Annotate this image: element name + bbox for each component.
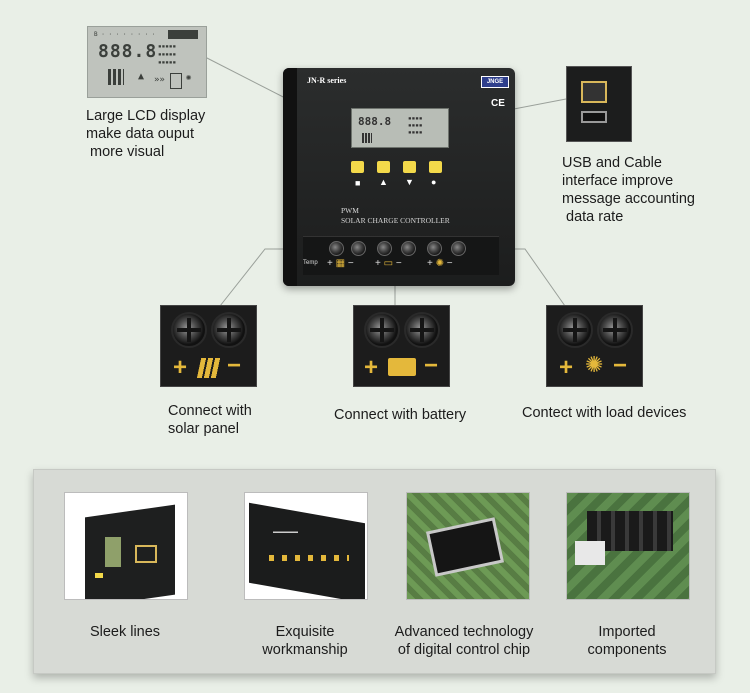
sleek-lines-caption: Sleek lines [50, 623, 200, 641]
lcd-caption-line-1: Large LCD display [86, 108, 206, 124]
up-arrow-icon: ▲ [379, 177, 388, 187]
solar-caption-line-2: solar panel [168, 421, 239, 437]
lcd-small-labels: B · · · · · · · · [94, 31, 156, 38]
device-lcd-fragment [105, 537, 121, 567]
cable-port-icon [135, 545, 157, 563]
battery-pos-screw [377, 241, 392, 256]
up-button[interactable] [377, 161, 390, 173]
load-neg-screw [451, 241, 466, 256]
workmanship-caption: Exquisite workmanship [230, 623, 380, 659]
load-terminal-symbols: + ✺ − [427, 258, 453, 269]
minus-icon: − [424, 352, 439, 379]
screw-icon [404, 312, 440, 348]
lcd-digits: 888.8 [98, 41, 158, 62]
components-image [566, 492, 690, 600]
control-chip-caption-line-2: of digital control chip [397, 642, 531, 658]
down-button[interactable] [403, 161, 416, 173]
components-caption-line-1: Imported [598, 624, 656, 640]
solar-caption: Connect with solar panel [168, 402, 252, 438]
usb-caption-line-2: interface improve [562, 173, 674, 189]
control-chip-image [406, 492, 530, 600]
device-model-label: JN-R series [307, 76, 347, 85]
battery-icon [388, 358, 416, 376]
screw-icon [171, 312, 207, 348]
device-side-view [85, 504, 175, 599]
usb-port-icon [581, 111, 607, 123]
components-caption: Imported components [552, 623, 702, 659]
solar-terminal-symbols: + ▦ − [327, 258, 354, 269]
usb-port-closeup [566, 66, 632, 142]
lcd-bulb-icon: ✺ [186, 73, 192, 83]
plus-icon: + [364, 354, 379, 381]
components-caption-line-2: components [587, 642, 667, 658]
solar-pos-screw [329, 241, 344, 256]
bulb-icon: ✺ [585, 352, 604, 377]
load-pos-screw [427, 241, 442, 256]
solar-neg-screw [351, 241, 366, 256]
lcd-caption: Large LCD display make data ouput more v… [86, 107, 205, 161]
brand-logo: JNGE [481, 76, 509, 88]
solar-charge-controller: JN-R series JNGE CE 888.8 ▪▪▪▪▪▪▪▪▪▪▪▪ ■… [283, 68, 515, 286]
lcd-caption-line-3: more visual [86, 144, 165, 160]
lcd-brand-mark [168, 30, 198, 39]
enter-button[interactable] [429, 161, 442, 173]
screw-icon [597, 312, 633, 348]
lcd-solar-icon [108, 69, 124, 85]
terminal-strip: Temp + ▦ − + ▭ − + ✺ − [303, 236, 499, 275]
usb-caption-line-1: USB and Cable [562, 155, 662, 171]
pwm-label: PWM [341, 206, 359, 215]
terminal-row-fragment [269, 555, 349, 561]
ce-mark: CE [491, 98, 505, 109]
square-icon: ■ [355, 178, 361, 188]
menu-button[interactable] [351, 161, 364, 173]
device-lcd-status: ▪▪▪▪▪▪▪▪▪▪▪▪ [408, 115, 423, 136]
lcd-battery-icon [170, 73, 182, 89]
sleek-lines-caption-line-1: Sleek lines [89, 624, 161, 640]
device-lcd-digits: 888.8 [358, 115, 392, 128]
minus-icon: − [613, 352, 628, 379]
battery-neg-screw [401, 241, 416, 256]
temp-label: Temp [303, 260, 318, 266]
product-label: SOLAR CHARGE CONTROLLER [341, 216, 450, 225]
solar-terminal-closeup: + − [160, 305, 257, 387]
button-fragment [95, 573, 103, 578]
solar-panel-icon [196, 358, 222, 378]
circle-icon: ● [431, 177, 437, 187]
usb-caption-line-4: data rate [562, 209, 624, 225]
control-chip-caption-line-1: Advanced technology [394, 624, 534, 640]
usb-caption: USB and Cable interface improve message … [562, 154, 695, 226]
workmanship-image: ▬▬▬▬▬ [244, 492, 368, 600]
lcd-status-text: ▪▪▪▪▪▪▪▪▪▪▪▪▪▪▪ [158, 43, 177, 66]
lcd-flow-icon: »» [154, 75, 165, 85]
usb-caption-line-3: message accounting [562, 191, 695, 207]
device-side-fin [283, 68, 297, 286]
screw-icon [557, 312, 593, 348]
control-chip-caption: Advanced technology of digital control c… [384, 623, 544, 659]
workmanship-caption-line-2: workmanship [262, 642, 348, 658]
features-panel: ▬▬▬▬▬ Sleek lines Exquisite workmanship … [33, 469, 716, 674]
sleek-lines-image [64, 492, 188, 600]
cable-port-icon [581, 81, 607, 103]
plus-icon: + [559, 354, 574, 381]
load-terminal-closeup: + ✺ − [546, 305, 643, 387]
load-caption: Contect with load devices [522, 405, 687, 421]
device-lcd-screen: 888.8 ▪▪▪▪▪▪▪▪▪▪▪▪ [351, 108, 449, 148]
device-lcd-solar-icon [362, 133, 372, 143]
battery-terminal-closeup: + − [353, 305, 450, 387]
connector-icon [575, 541, 605, 565]
solar-caption-line-1: Connect with [168, 403, 252, 419]
lcd-caption-line-2: make data ouput [86, 126, 195, 142]
screw-icon [364, 312, 400, 348]
battery-terminal-symbols: + ▭ − [375, 258, 402, 269]
down-arrow-icon: ▼ [405, 177, 414, 187]
device-label-fragment: ▬▬▬▬▬ [273, 529, 298, 535]
battery-caption: Connect with battery [334, 407, 467, 423]
minus-icon: − [227, 352, 242, 379]
lcd-arrow-icon: ▲ [138, 71, 145, 82]
screw-icon [211, 312, 247, 348]
plus-icon: + [173, 354, 188, 381]
workmanship-caption-line-1: Exquisite [275, 624, 335, 640]
device-angle-view [249, 502, 365, 599]
lcd-display-closeup: B · · · · · · · · 888.8 ▪▪▪▪▪▪▪▪▪▪▪▪▪▪▪ … [87, 26, 207, 98]
